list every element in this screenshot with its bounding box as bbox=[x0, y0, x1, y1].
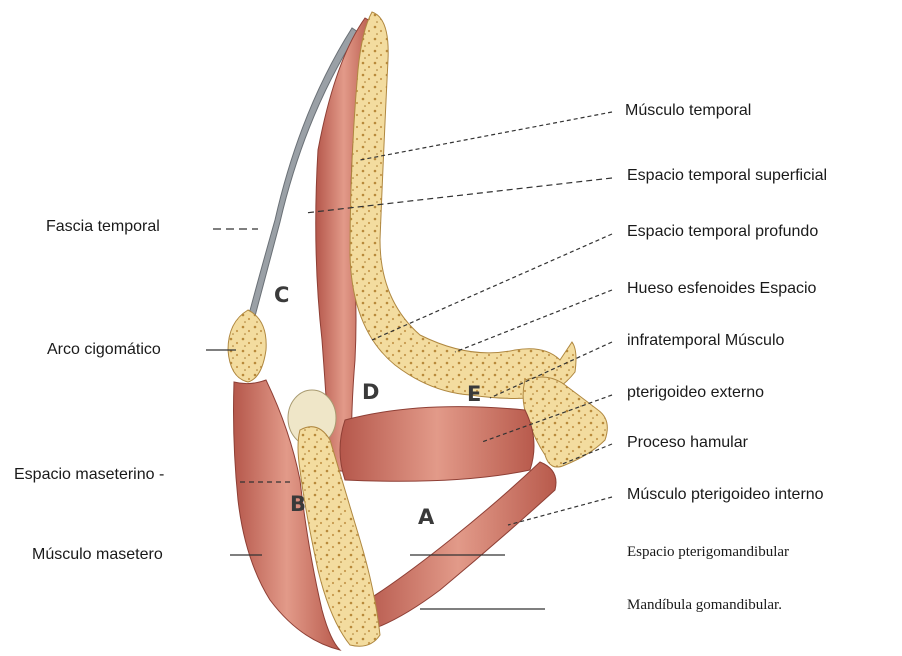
space-letter-c: C bbox=[274, 284, 289, 306]
label-mandibula-gomandibular: Mandíbula gomandibular. bbox=[627, 596, 782, 614]
label-arco-cigomatico: Arco cigomático bbox=[47, 341, 161, 359]
zygomatic-arch bbox=[228, 310, 266, 382]
label-musculo-masetero: Músculo masetero bbox=[32, 546, 163, 564]
leader-musculo-temporal bbox=[360, 112, 612, 160]
external-pterygoid-muscle bbox=[340, 407, 534, 482]
label-espacio-temporal-profundo: Espacio temporal profundo bbox=[627, 223, 818, 241]
label-infratemporal-musculo: infratemporal Músculo bbox=[627, 332, 784, 350]
label-fascia-temporal: Fascia temporal bbox=[46, 218, 160, 236]
label-musculo-temporal: Músculo temporal bbox=[625, 102, 751, 120]
leader-hueso-esfenoides bbox=[455, 290, 612, 352]
label-espacio-temporal-superficial: Espacio temporal superficial bbox=[627, 167, 827, 185]
label-proceso-hamular: Proceso hamular bbox=[627, 434, 748, 452]
internal-pterygoid-muscle bbox=[360, 462, 556, 630]
label-pterigoideo-externo: pterigoideo externo bbox=[627, 384, 764, 402]
space-letter-d: D bbox=[362, 381, 379, 403]
space-letter-e: E bbox=[467, 383, 481, 405]
label-espacio-maseterino: Espacio maseterino - bbox=[14, 466, 164, 484]
label-musculo-pterigoideo-interno: Músculo pterigoideo interno bbox=[627, 486, 824, 504]
space-letter-b: B bbox=[290, 493, 306, 515]
label-espacio-pterigomandibular: Espacio pterigomandibular bbox=[627, 543, 789, 561]
sphenoid-bone bbox=[350, 12, 576, 399]
space-letter-a: A bbox=[418, 506, 434, 528]
label-hueso-esfenoides-espacio: Hueso esfenoides Espacio bbox=[627, 280, 816, 298]
